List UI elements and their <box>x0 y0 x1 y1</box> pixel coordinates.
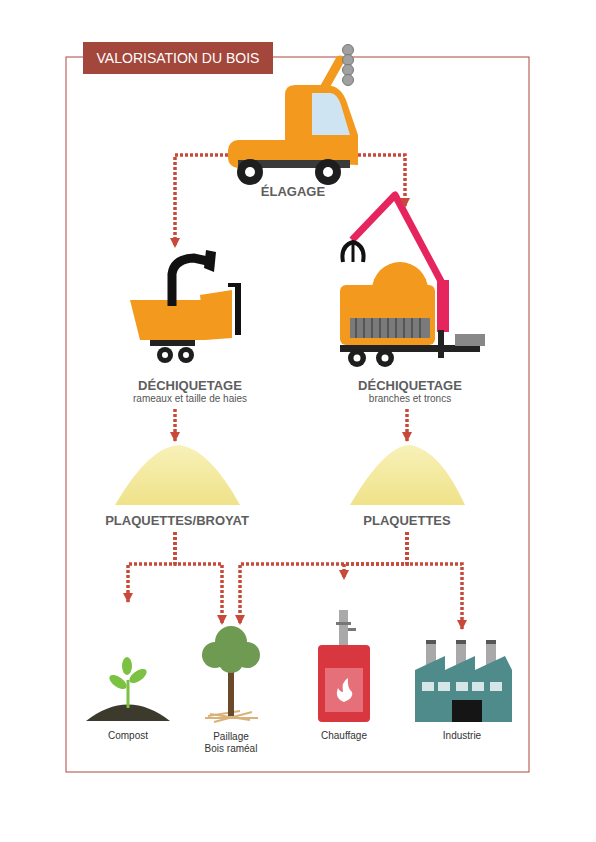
large-chipper-illustration-part <box>437 280 449 332</box>
diagram-title: VALORISATION DU BOIS <box>97 50 260 66</box>
small-chipper-illustration-part <box>235 285 241 335</box>
chip-pile <box>115 445 240 505</box>
title-box: VALORISATION DU BOIS <box>83 42 273 74</box>
stove-illustration-part <box>336 622 351 625</box>
tree-illustration <box>202 626 260 722</box>
flow-arrow <box>358 155 405 207</box>
factory-illustration-part <box>422 682 434 691</box>
process-node: Paillage Bois raméal <box>191 625 271 755</box>
small-chipper-illustration-part <box>204 250 216 272</box>
tree-illustration-part <box>218 647 244 673</box>
chip-pile <box>350 445 465 505</box>
factory-illustration <box>415 640 512 722</box>
small-chipper-illustration-part <box>228 283 241 287</box>
process-node: Industrie <box>412 630 512 742</box>
truck-illustration-part <box>312 93 350 135</box>
process-node: DÉCHIQUETAGErameaux et taille de haies <box>105 248 275 405</box>
process-node: PLAQUETTES/BROYAT <box>87 442 267 528</box>
large-chipper-illustration-part <box>376 349 394 367</box>
factory-illustration-part <box>472 682 484 691</box>
stove-illustration-part <box>339 610 348 646</box>
small-chipper-illustration-part <box>157 347 173 363</box>
process-node: Chauffage <box>313 580 375 742</box>
large-chipper-illustration <box>340 195 485 367</box>
stove-illustration-part <box>348 628 356 631</box>
node-label: Paillage Bois raméal <box>203 731 259 755</box>
node-sublabel: rameaux et taille de haies <box>133 393 247 405</box>
process-node: DÉCHIQUETAGEbranches et troncs <box>330 208 490 405</box>
flow-arrow <box>405 409 409 441</box>
truck-illustration-part <box>343 65 354 76</box>
compost-illustration-part <box>127 680 130 708</box>
compost-illustration <box>86 657 170 721</box>
flow-arrow <box>175 532 222 624</box>
flow-arrow <box>240 532 407 624</box>
truck-illustration-part <box>323 167 333 177</box>
small-chipper-illustration-part <box>200 290 232 340</box>
node-label: DÉCHIQUETAGE <box>138 378 242 393</box>
large-chipper-illustration-part <box>356 318 420 338</box>
factory-illustration-part <box>415 656 512 722</box>
large-chipper-illustration-part <box>350 318 430 338</box>
small-chipper-illustration-part <box>150 340 195 346</box>
node-label: Chauffage <box>321 730 367 742</box>
truck-illustration-part <box>237 159 263 185</box>
factory-illustration-part <box>456 682 468 691</box>
factory-illustration-part <box>426 640 436 644</box>
factory-illustration-part <box>490 682 502 691</box>
truck-illustration-part <box>343 75 354 86</box>
stove-illustration-part <box>325 668 363 712</box>
flow-arrow <box>407 532 462 629</box>
flow-arrow <box>175 155 228 247</box>
truck-illustration-part <box>343 55 354 66</box>
large-chipper-illustration-part <box>354 355 361 362</box>
stove-illustration-part <box>318 645 370 722</box>
large-chipper-illustration-part <box>342 242 363 262</box>
large-chipper-illustration-part <box>348 349 366 367</box>
stove-illustration-part <box>337 678 352 702</box>
flow-arrow <box>173 409 177 441</box>
node-label: PLAQUETTES/BROYAT <box>105 513 249 528</box>
process-node: ÉLAGAGE <box>228 40 358 199</box>
node-label: Compost <box>108 730 148 742</box>
stove-illustration <box>318 610 370 722</box>
node-label: ÉLAGAGE <box>261 184 325 199</box>
frame <box>66 57 529 772</box>
truck-illustration-part <box>343 45 354 56</box>
large-chipper-illustration-part <box>438 330 444 358</box>
factory-illustration-part <box>486 640 496 644</box>
factory-illustration-part <box>438 682 450 691</box>
flow-arrow <box>344 532 407 579</box>
process-node: Compost <box>90 603 166 742</box>
large-chipper-illustration-part <box>352 242 355 262</box>
small-chipper-illustration-part <box>162 352 168 358</box>
small-chipper-illustration-part <box>183 352 189 358</box>
large-chipper-illustration-part <box>382 355 389 362</box>
node-label: PLAQUETTES <box>363 513 450 528</box>
truck-illustration-part <box>245 167 255 177</box>
truck-illustration-part <box>315 159 341 185</box>
compost-illustration-part <box>107 672 129 692</box>
compost-illustration-part <box>122 657 132 675</box>
large-chipper-illustration-part <box>340 285 435 345</box>
factory-illustration-part <box>456 640 466 644</box>
flow-arrow <box>128 532 175 602</box>
large-chipper-illustration-part <box>455 334 485 346</box>
factory-illustration-part <box>452 700 482 722</box>
node-label: DÉCHIQUETAGE <box>358 378 462 393</box>
node-label: Industrie <box>443 730 481 742</box>
small-chipper-illustration <box>130 250 241 363</box>
process-node: PLAQUETTES <box>342 442 472 528</box>
small-chipper-illustration-part <box>178 347 194 363</box>
node-sublabel: branches et troncs <box>369 393 451 405</box>
